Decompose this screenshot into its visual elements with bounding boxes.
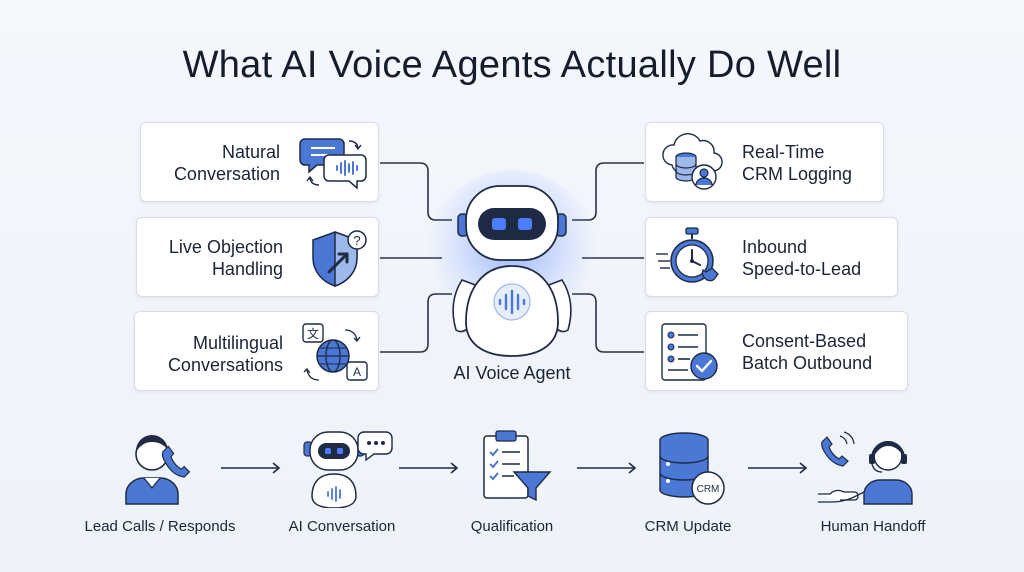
arrow-right-icon (221, 462, 281, 474)
human-handoff-agent-icon (818, 431, 913, 505)
card-inbound-speed-to-lead: Inbound Speed-to-Lead (645, 217, 898, 297)
card-label-line1: Live Objection (168, 237, 283, 257)
card-consent-based-batch-outbound: Consent-Based Batch Outbound (645, 311, 908, 391)
card-label-line1: Inbound (742, 237, 808, 257)
card-live-objection-handling: Live Objection Handling ? (136, 217, 379, 297)
card-multilingual-conversations: Multilingual Conversations 文 A (134, 311, 379, 391)
card-label: Real-Time CRM Logging (742, 141, 852, 185)
translate-glyph: 文 (307, 326, 319, 341)
card-label-line1: Natural (221, 142, 280, 162)
checklist-icon (661, 323, 718, 381)
card-label-line1: Real-Time (742, 142, 825, 162)
card-label: Live Objection Handling (169, 236, 283, 280)
flow-label-qualification: Qualification (470, 518, 554, 535)
connector-batch-outbound (572, 293, 644, 353)
arrow-right-icon (399, 462, 459, 474)
connector-natural-conversation (380, 162, 452, 221)
card-label: Consent-Based Batch Outbound (742, 330, 872, 374)
arrow-right-icon (748, 462, 808, 474)
flow-label-crm-update: CRM Update (644, 518, 732, 535)
card-label-line1: Consent-Based (742, 331, 867, 351)
card-label-line2: Speed-to-Lead (742, 259, 862, 279)
arrow-right-icon (577, 462, 637, 474)
crm-database-icon: CRM (659, 432, 725, 505)
crm-badge: CRM (697, 484, 720, 495)
card-real-time-crm-logging: Real-Time CRM Logging (645, 122, 884, 202)
card-label: Multilingual Conversations (168, 332, 283, 376)
flow-label-human-handoff: Human Handoff (820, 518, 926, 535)
flow-label-lead-calls: Lead Calls / Responds (84, 518, 236, 535)
center-label: AI Voice Agent (453, 363, 571, 383)
page-title: What AI Voice Agents Actually Do Well (182, 44, 842, 86)
shield-icon: ? (312, 230, 367, 288)
flow-label-ai-conversation: AI Conversation (288, 518, 396, 535)
connector-crm-logging (572, 162, 644, 221)
card-label-line2: Conversations (167, 355, 283, 375)
card-label-line2: Conversation (173, 164, 280, 184)
cloud-database-icon (662, 133, 723, 190)
connector-multilingual (380, 293, 452, 353)
chat-bubbles-icon (299, 138, 367, 190)
globe-translate-icon: 文 A (302, 323, 368, 381)
question-mark: ? (353, 233, 360, 248)
robot-agent-icon (426, 170, 598, 357)
translate-letter: A (353, 365, 361, 379)
card-label-line1: Multilingual (192, 333, 283, 353)
card-label-line2: CRM Logging (742, 164, 853, 184)
card-label: Natural Conversation (174, 141, 280, 185)
card-label-line2: Handling (211, 259, 283, 279)
stopwatch-icon (656, 227, 719, 283)
ai-conversation-robot-icon (303, 431, 393, 508)
qualification-clipboard-icon (483, 430, 552, 502)
card-natural-conversation: Natural Conversation (140, 122, 379, 202)
card-label: Inbound Speed-to-Lead (742, 236, 861, 280)
card-label-line2: Batch Outbound (742, 353, 873, 373)
lead-caller-icon (125, 434, 191, 505)
